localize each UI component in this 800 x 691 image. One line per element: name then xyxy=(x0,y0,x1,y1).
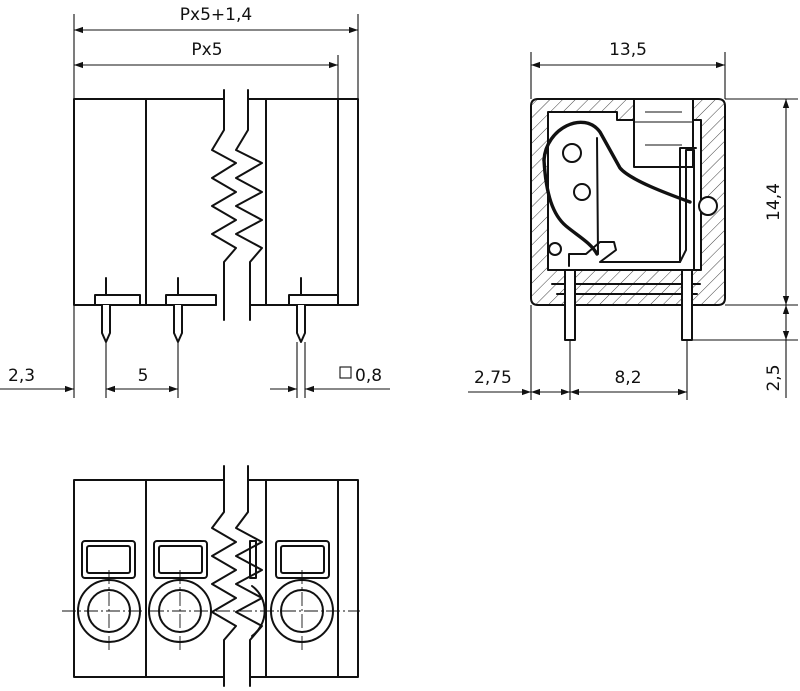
front-housing-right xyxy=(247,98,359,306)
top-housing-left xyxy=(73,479,225,678)
busbar-top xyxy=(679,147,697,263)
dim-pitch-width: Px5 xyxy=(191,40,222,60)
actuator-slot xyxy=(633,98,694,168)
pivot-small xyxy=(548,242,562,256)
dim-side-pin-spacing: 8,2 xyxy=(614,368,641,388)
square-section-icon xyxy=(339,366,352,379)
front-housing-left xyxy=(73,98,225,306)
bottom-rail xyxy=(551,283,701,295)
release-opening-3-inner xyxy=(280,545,325,574)
release-opening-2 xyxy=(153,540,208,579)
front-view: Px5+1,4 Px5 2,3 5 0,8 xyxy=(0,5,390,398)
pivot-lower xyxy=(573,183,591,201)
front-pin-1 xyxy=(101,305,111,343)
dim-pin-section: 0,8 xyxy=(355,366,382,386)
release-opening-1-inner xyxy=(86,545,131,574)
pivot-upper xyxy=(562,143,582,163)
busbar xyxy=(568,149,695,271)
pin-shoulder-2 xyxy=(165,294,217,306)
dim-body-depth: 13,5 xyxy=(609,40,647,60)
pin-shoulder-1 xyxy=(94,294,141,306)
top-housing-right xyxy=(247,479,359,678)
break-gap xyxy=(225,470,248,685)
side-pin-left xyxy=(564,269,576,341)
partial-opening xyxy=(249,540,257,579)
dim-pin-length: 2,5 xyxy=(764,364,784,391)
side-pin-right xyxy=(681,269,693,341)
dim-overall-width: Px5+1,4 xyxy=(180,5,252,25)
dim-side-pin-offset: 2,75 xyxy=(474,368,512,388)
release-opening-1 xyxy=(81,540,136,579)
dim-pin-pitch: 5 xyxy=(138,366,149,386)
clamping-spring-lower xyxy=(542,158,599,256)
side-section-view: 13,5 14,4 2,75 8,2 2,5 xyxy=(468,40,798,400)
front-pin-3 xyxy=(296,305,306,343)
pin-shoulder-3 xyxy=(288,294,339,306)
side-housing-outline xyxy=(530,98,726,306)
dim-first-pin-offset: 2,3 xyxy=(8,366,35,386)
release-opening-3 xyxy=(275,540,330,579)
dim-body-height: 14,4 xyxy=(764,183,784,221)
front-break-line xyxy=(211,89,263,321)
front-pin-2 xyxy=(173,305,183,343)
release-opening-2-inner xyxy=(158,545,203,574)
spring-leaf xyxy=(596,137,599,255)
top-view xyxy=(62,465,360,687)
clamping-spring xyxy=(542,120,692,204)
side-notch xyxy=(698,196,718,216)
top-break-line xyxy=(211,465,263,687)
side-inner-cavity xyxy=(547,111,702,271)
side-housing-hatched xyxy=(531,99,725,305)
